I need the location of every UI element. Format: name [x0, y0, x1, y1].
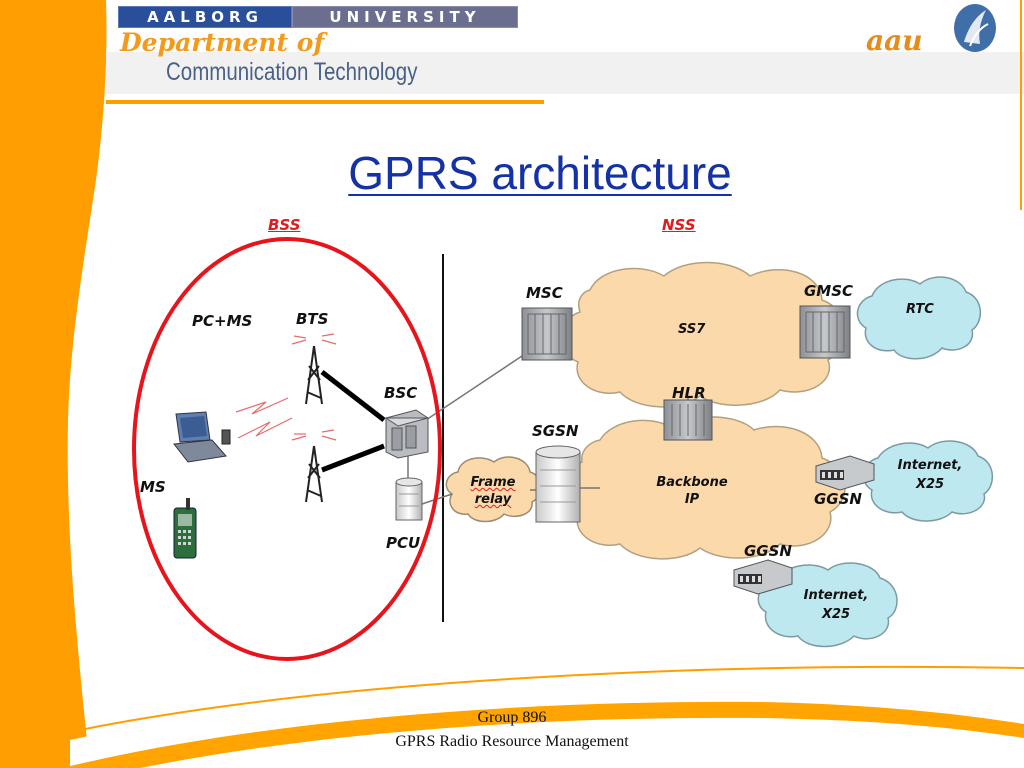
radio-waves [235, 333, 337, 441]
ggsn-label-2: GGSN [744, 542, 792, 560]
university-name-right: UNIVERSITY [292, 6, 518, 28]
university-name-left: AALBORG [118, 6, 292, 28]
department-script: Department of [120, 28, 325, 57]
frame-relay-label: Frame relay [462, 474, 524, 508]
sgsn-label: SGSN [532, 422, 579, 440]
gmsc-label: GMSC [804, 282, 854, 300]
bsc-msc-link [425, 355, 523, 421]
nss-label: NSS [662, 216, 696, 234]
bts1-bsc-link [320, 370, 386, 422]
slide-footer: Group 896 GPRS Radio Resource Management [0, 706, 1024, 754]
pc-ms-label: PC+MS [192, 312, 253, 330]
bottom-swoosh-line [79, 665, 1024, 731]
bss-ellipse [132, 237, 442, 661]
ggsn-label-1: GGSN [814, 490, 862, 508]
internet-cloud-1 [862, 440, 993, 522]
frame-relay-cloud [445, 456, 542, 523]
bts-antenna-2 [305, 445, 323, 503]
pcu-label: PCU [386, 534, 421, 552]
sgsn-server [535, 445, 581, 523]
frame-relay-line1: Frame [470, 475, 516, 490]
bottom-swoosh-inner [140, 717, 1024, 768]
ms-label: MS [140, 478, 166, 496]
bsc-label: BSC [384, 384, 418, 402]
bts2-bsc-link [321, 443, 385, 473]
hlr-rack [663, 399, 713, 441]
hlr-label: HLR [672, 384, 706, 402]
rtc-cloud [856, 276, 981, 360]
aau-logo-text: aau [866, 24, 923, 57]
ss7-label: SS7 [678, 322, 706, 337]
laptop-icon [173, 411, 231, 463]
ggsn-device-2 [733, 559, 793, 595]
footer-group: Group 896 [477, 709, 547, 726]
backbone-line1: Backbone [656, 475, 728, 490]
internet-label-2: Internet, X25 [796, 586, 876, 624]
internet-2-line2: X25 [821, 607, 851, 622]
backbone-line2: IP [684, 492, 700, 507]
mobile-phone-icon [173, 498, 197, 559]
header-orange-rule [106, 100, 544, 104]
backbone-ip-label: Backbone IP [656, 474, 728, 508]
slide-title: GPRS architecture [348, 147, 732, 199]
department-name: Communication Technology [166, 58, 418, 86]
left-orange-band [0, 0, 107, 768]
footer-course: GPRS Radio Resource Management [395, 733, 629, 750]
aau-logo-icon [954, 4, 996, 52]
pcu-server [395, 477, 423, 521]
internet-1-line2: X25 [915, 477, 945, 492]
bts-antenna-1 [305, 345, 323, 405]
msc-rack [521, 307, 573, 361]
rtc-label: RTC [906, 302, 934, 317]
bsc-box [384, 409, 429, 459]
header-band [106, 52, 1024, 94]
ggsn-device-1 [815, 455, 875, 491]
bss-label: BSS [268, 216, 301, 234]
frame-relay-line2: relay [474, 492, 512, 507]
internet-1-line1: Internet, [897, 458, 963, 473]
internet-label-1: Internet, X25 [892, 456, 968, 494]
gmsc-rack [799, 305, 851, 359]
internet-2-line1: Internet, [803, 588, 869, 603]
bts-label: BTS [296, 310, 329, 328]
internet-cloud-2 [757, 562, 898, 648]
msc-label: MSC [526, 284, 563, 302]
